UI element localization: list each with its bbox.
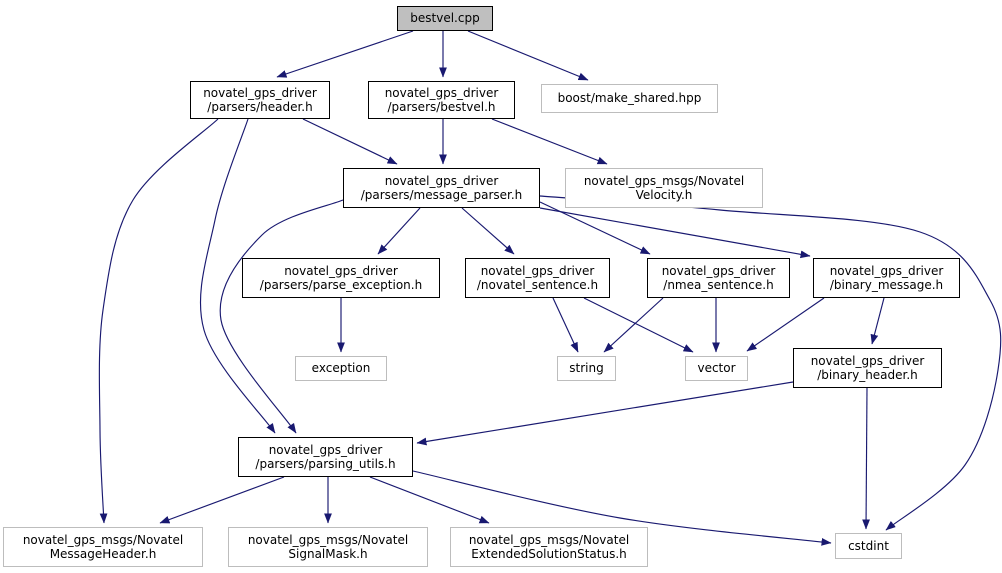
node-cstdint: cstdint <box>835 533 902 559</box>
node-parsing_utils-label-line-1: /parsers/parsing_utils.h <box>255 457 396 471</box>
edge-parsing_utils-to-cstdint <box>412 470 832 546</box>
node-exception-label-line-0: exception <box>311 361 371 376</box>
edge-bestvel_cpp-to-boost <box>467 30 589 81</box>
node-parsing_utils[interactable]: novatel_gps_driver/parsers/parsing_utils… <box>238 437 413 477</box>
node-binary_message[interactable]: novatel_gps_driver/binary_message.h <box>813 258 960 298</box>
edge-parsing_utils-to-ext_status <box>369 476 490 524</box>
node-message_parser[interactable]: novatel_gps_driver/parsers/message_parse… <box>343 168 540 208</box>
node-header[interactable]: novatel_gps_driver/parsers/header.h <box>190 81 330 119</box>
edge-header-to-msg_header <box>98 118 219 524</box>
node-boost-label-line-0: boost/make_shared.hpp <box>557 91 702 106</box>
edge-message_parser-to-parse_exception <box>377 207 421 255</box>
node-msg_header-label-line-1: MessageHeader.h <box>49 547 157 561</box>
node-vector: vector <box>685 356 748 381</box>
node-velocity-label-line-1: Velocity.h <box>635 188 693 202</box>
edge-bestvel_h-to-velocity <box>491 118 608 165</box>
edge-novatel_sentence-to-vector <box>583 297 694 353</box>
edge-binary_header-to-parsing_utils <box>416 381 794 446</box>
node-header-label-line-0: novatel_gps_driver <box>203 85 317 100</box>
node-binary_message-label-line-1: /binary_message.h <box>829 278 944 292</box>
edge-message_parser-to-nmea_sentence <box>539 201 651 255</box>
node-vector-label-line-0: vector <box>697 361 736 376</box>
node-parsing_utils-label-line-0: novatel_gps_driver <box>268 442 383 457</box>
node-parse_exception[interactable]: novatel_gps_driver/parsers/parse_excepti… <box>242 258 440 298</box>
node-nmea_sentence[interactable]: novatel_gps_driver/nmea_sentence.h <box>647 258 790 298</box>
edge-bestvel_cpp-to-header <box>276 30 414 78</box>
edge-message_parser-to-novatel_sentence <box>461 207 515 255</box>
node-header-label-line-1: /parsers/header.h <box>207 100 313 114</box>
node-bestvel_cpp-label-line-0: bestvel.cpp <box>410 11 480 26</box>
node-signal_mask-label-line-0: novatel_gps_msgs/Novatel <box>247 532 409 547</box>
node-boost: boost/make_shared.hpp <box>541 84 718 113</box>
edge-message_parser-to-binary_message <box>539 207 811 259</box>
node-bestvel_h-label-line-0: novatel_gps_driver <box>384 85 499 100</box>
node-novatel_sentence-label-line-0: novatel_gps_driver <box>480 263 595 278</box>
node-binary_header[interactable]: novatel_gps_driver/binary_header.h <box>793 348 942 388</box>
edge-header-to-message_parser <box>302 118 398 165</box>
node-novatel_sentence[interactable]: novatel_gps_driver/novatel_sentence.h <box>465 258 610 298</box>
node-string-label-line-0: string <box>569 361 604 376</box>
node-ext_status-label-line-1: ExtendedSolutionStatus.h <box>471 547 627 561</box>
edge-binary_message-to-vector <box>746 297 825 352</box>
edge-novatel_sentence-to-string <box>552 297 579 353</box>
node-velocity-label-line-0: novatel_gps_msgs/Novatel <box>583 173 745 188</box>
edge-binary_header-to-cstdint <box>862 387 870 530</box>
node-binary_header-label-line-0: novatel_gps_driver <box>810 353 925 368</box>
node-message_parser-label-line-0: novatel_gps_driver <box>384 173 499 188</box>
node-msg_header-label-line-0: novatel_gps_msgs/Novatel <box>22 532 184 547</box>
node-parse_exception-label-line-1: /parsers/parse_exception.h <box>259 278 423 292</box>
node-binary_message-label-line-0: novatel_gps_driver <box>829 263 944 278</box>
node-bestvel_h[interactable]: novatel_gps_driver/parsers/bestvel.h <box>368 81 515 119</box>
node-nmea_sentence-label-line-1: /nmea_sentence.h <box>663 278 774 292</box>
node-message_parser-label-line-1: /parsers/message_parser.h <box>360 188 523 202</box>
node-bestvel_cpp: bestvel.cpp <box>397 6 493 31</box>
node-ext_status-label-line-0: novatel_gps_msgs/Novatel <box>468 532 630 547</box>
edge-nmea_sentence-to-string <box>603 297 664 353</box>
edge-parsing_utils-to-msg_header <box>159 476 285 524</box>
node-parse_exception-label-line-0: novatel_gps_driver <box>284 263 398 278</box>
node-bestvel_h-label-line-1: /parsers/bestvel.h <box>387 100 496 114</box>
node-nmea_sentence-label-line-0: novatel_gps_driver <box>661 263 776 278</box>
node-signal_mask-label-line-1: SignalMask.h <box>288 547 368 561</box>
edge-message_parser-to-cstdint <box>539 195 1002 531</box>
edge-header-to-parsing_utils <box>199 118 276 434</box>
edge-binary_message-to-binary_header <box>870 297 885 345</box>
node-binary_header-label-line-1: /binary_header.h <box>817 368 918 382</box>
node-novatel_sentence-label-line-1: /novatel_sentence.h <box>476 278 599 292</box>
edge-message_parser-to-parsing_utils <box>219 199 344 434</box>
node-string: string <box>557 356 616 381</box>
node-exception: exception <box>295 356 387 381</box>
node-cstdint-label-line-0: cstdint <box>848 538 889 553</box>
